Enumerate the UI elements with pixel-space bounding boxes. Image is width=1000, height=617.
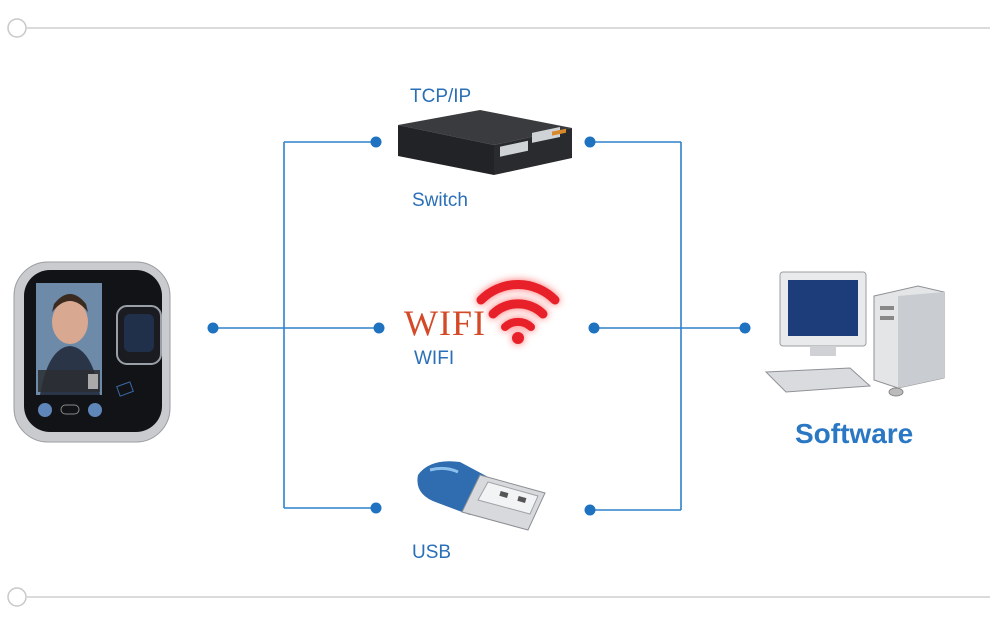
face-recognition-terminal [13,261,171,443]
wifi-label: WIFI [414,348,455,369]
tcpip-label: TCP/IP [410,86,472,107]
network-switch-image [398,110,572,175]
software-label: Software [795,418,914,449]
wifi-logo-text: WIFI [404,303,486,343]
usb-label: USB [412,542,452,563]
wifi-signal-icon [476,280,560,344]
connection-lines [213,141,745,511]
bottom-divider [7,587,990,607]
connection-dots [207,136,751,516]
usb-connector-image [417,461,546,531]
switch-label: Switch [412,190,468,211]
top-divider [7,18,990,38]
computer-image [764,271,945,397]
